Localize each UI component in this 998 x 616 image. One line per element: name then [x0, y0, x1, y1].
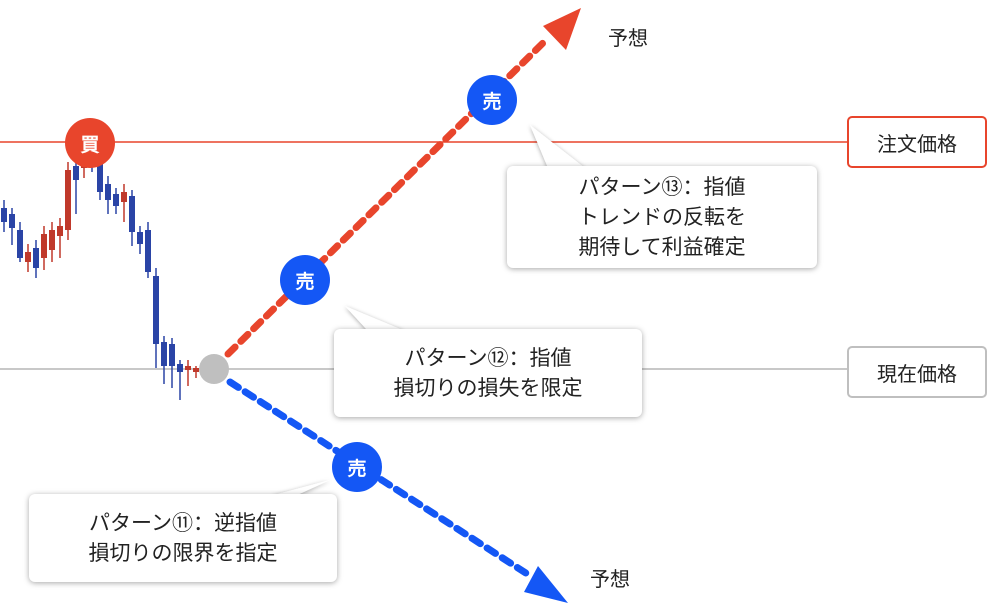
sell-marker-label: 売 — [295, 270, 315, 293]
candle-body — [105, 184, 111, 200]
sell-marker-label: 売 — [482, 90, 502, 113]
candle-body — [25, 252, 31, 262]
callout-line: パターン⑬：指値 — [578, 175, 746, 199]
order-price-label: 注文価格 — [877, 131, 957, 156]
candle-body — [73, 166, 79, 180]
candle-body — [49, 230, 55, 250]
candle-body — [41, 234, 47, 258]
sell-marker-middle: 売 — [280, 255, 330, 305]
candle-body — [9, 214, 15, 228]
callout-line: トレンドの反転を — [578, 205, 746, 229]
callout-line: 損切りの損失を限定 — [393, 376, 583, 400]
candle-body — [65, 170, 71, 230]
callout-pattern-11: パターン⑪：逆指値 損切りの限界を指定 — [29, 494, 337, 582]
callout-pointer-13 — [530, 125, 585, 168]
candle-body — [129, 196, 135, 232]
candle-body — [161, 342, 167, 366]
callout-pointer-11 — [270, 480, 330, 496]
candle-body — [121, 192, 127, 202]
callout-line: パターン⑫：指値 — [404, 346, 572, 370]
callout-pattern-13: パターン⑬：指値 トレンドの反転を 期待して利益確定 — [507, 166, 817, 268]
callout-line: 損切りの限界を指定 — [88, 541, 278, 565]
callout-pointer-12 — [345, 306, 405, 331]
current-price-label: 現在価格 — [877, 361, 957, 386]
candle-body — [137, 232, 143, 244]
order-price-box: 注文価格 — [847, 116, 987, 168]
candle-body — [153, 276, 159, 344]
candle-body — [145, 230, 151, 272]
callout-line: 期待して利益確定 — [578, 235, 746, 259]
candle-body — [177, 364, 183, 372]
current-price-box: 現在価格 — [847, 346, 987, 398]
candle-body — [97, 156, 103, 192]
buy-marker: 買 — [65, 118, 115, 168]
forecast-down-path — [226, 378, 536, 581]
candle-body — [185, 366, 191, 370]
current-price-point — [199, 354, 229, 384]
candle-body — [33, 248, 39, 268]
candle-body — [1, 208, 7, 222]
sell-marker-label: 売 — [347, 457, 367, 480]
candlestick-series — [1, 140, 199, 400]
sell-marker-upper: 売 — [467, 75, 517, 125]
buy-marker-label: 買 — [80, 133, 100, 156]
candle-body — [193, 368, 199, 372]
sell-marker-lower: 売 — [332, 442, 382, 492]
candle-body — [17, 230, 23, 258]
forecast-down-arrowhead — [524, 566, 568, 603]
forecast-label-up: 予想 — [608, 26, 648, 50]
candle-body — [169, 344, 175, 366]
forecast-up-arrowhead — [543, 8, 581, 50]
candle-body — [57, 226, 63, 236]
callout-pattern-12: パターン⑫：指値 損切りの損失を限定 — [334, 329, 642, 417]
callout-line: パターン⑪：逆指値 — [89, 511, 277, 535]
candle-body — [113, 194, 119, 206]
forecast-label-down: 予想 — [590, 567, 630, 591]
